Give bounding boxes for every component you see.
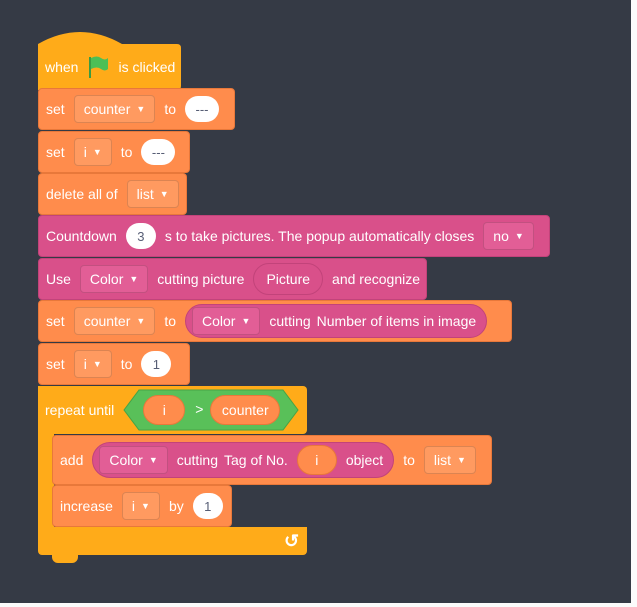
repeat-until-block[interactable]: repeat until i > counter bbox=[38, 386, 307, 434]
when-flag-clicked-hat-shape bbox=[38, 32, 181, 90]
list-dropdown[interactable]: list▼ bbox=[126, 180, 179, 208]
chevron-down-icon: ▼ bbox=[92, 147, 102, 157]
number-of-items-reporter[interactable]: Color▼ cutting Number of items in image bbox=[185, 304, 488, 338]
canvas-border-bottom bbox=[0, 603, 637, 607]
set-counter-block[interactable]: set counter▼ to --- bbox=[38, 88, 235, 130]
delete-all-of-label: delete all of bbox=[46, 186, 118, 202]
chevron-down-icon: ▼ bbox=[136, 104, 146, 114]
tag-of-no-label: Tag of No. bbox=[224, 452, 288, 468]
chevron-down-icon: ▼ bbox=[148, 455, 158, 465]
and-recognize-label: and recognize bbox=[332, 271, 420, 287]
counter-variable-dropdown[interactable]: counter▼ bbox=[73, 307, 156, 335]
increase-label: increase bbox=[60, 498, 113, 514]
picture-slot[interactable]: Picture bbox=[253, 263, 324, 295]
color-dropdown[interactable]: Color▼ bbox=[192, 307, 261, 335]
chevron-down-icon: ▼ bbox=[92, 359, 102, 369]
repeat-until-bottom bbox=[38, 527, 307, 555]
cutting-label: cutting bbox=[269, 313, 311, 329]
add-to-list-block[interactable]: add Color▼ cutting Tag of No. i object t… bbox=[52, 435, 492, 485]
to-label: to bbox=[403, 452, 415, 468]
to-label: to bbox=[120, 356, 133, 372]
set-label: set bbox=[46, 356, 65, 372]
to-label: to bbox=[164, 313, 176, 329]
use-color-cutting-block[interactable]: Use Color▼ cutting picture Picture and r… bbox=[38, 258, 427, 300]
popup-close-dropdown[interactable]: no▼ bbox=[483, 222, 534, 250]
set-label: set bbox=[46, 144, 65, 160]
color-dropdown[interactable]: Color▼ bbox=[99, 446, 168, 474]
by-label: by bbox=[168, 498, 184, 514]
delete-all-of-list-block[interactable]: delete all of list▼ bbox=[38, 173, 187, 215]
list-dropdown[interactable]: list▼ bbox=[423, 446, 476, 474]
number-of-items-label: Number of items in image bbox=[316, 313, 477, 329]
countdown-block[interactable]: Countdown 3 s to take pictures. The popu… bbox=[38, 215, 550, 257]
cutting-picture-label: cutting picture bbox=[157, 271, 245, 287]
add-label: add bbox=[60, 452, 84, 468]
i-variable-dropdown[interactable]: i▼ bbox=[73, 350, 112, 378]
chevron-down-icon: ▼ bbox=[241, 316, 251, 326]
cutting-label: cutting bbox=[176, 452, 218, 468]
chevron-down-icon: ▼ bbox=[129, 274, 139, 284]
when-label: when bbox=[45, 59, 79, 75]
tag-of-object-reporter[interactable]: Color▼ cutting Tag of No. i object bbox=[92, 442, 395, 478]
canvas-border-right bbox=[631, 0, 637, 607]
set-label: set bbox=[46, 313, 65, 329]
when-flag-clicked-block[interactable]: when is clicked bbox=[38, 44, 181, 90]
loop-arrow-icon: ↺ bbox=[284, 531, 300, 551]
counter-variable-reporter[interactable]: counter bbox=[210, 395, 281, 425]
i-variable-reporter[interactable]: i bbox=[296, 445, 337, 475]
set-counter-items-block[interactable]: set counter▼ to Color▼ cutting Number of… bbox=[38, 300, 512, 342]
object-label: object bbox=[345, 452, 384, 468]
set-i-block[interactable]: set i▼ to --- bbox=[38, 131, 190, 173]
is-clicked-label: is clicked bbox=[118, 59, 176, 75]
countdown-text: s to take pictures. The popup automatica… bbox=[164, 228, 475, 244]
chevron-down-icon: ▼ bbox=[457, 455, 466, 465]
set-i-one-block[interactable]: set i▼ to 1 bbox=[38, 343, 190, 385]
set-label: set bbox=[46, 101, 65, 117]
greater-than-operator[interactable]: i > counter bbox=[123, 389, 299, 431]
i-variable-reporter[interactable]: i bbox=[143, 395, 186, 425]
use-label: Use bbox=[46, 271, 71, 287]
green-flag-icon bbox=[89, 56, 109, 78]
countdown-seconds-input[interactable]: 3 bbox=[125, 223, 156, 249]
to-label: to bbox=[120, 144, 133, 160]
chevron-down-icon: ▼ bbox=[141, 501, 150, 511]
chevron-down-icon: ▼ bbox=[159, 189, 169, 199]
increase-i-block[interactable]: increase i▼ by 1 bbox=[52, 485, 232, 527]
chevron-down-icon: ▼ bbox=[514, 231, 524, 241]
greater-than-label: > bbox=[195, 401, 204, 417]
to-label: to bbox=[164, 101, 176, 117]
i-value-input[interactable]: --- bbox=[141, 139, 176, 165]
i-variable-dropdown[interactable]: i▼ bbox=[73, 138, 112, 166]
repeat-until-bottom-tab bbox=[52, 553, 78, 563]
counter-value-input[interactable]: --- bbox=[185, 96, 219, 122]
chevron-down-icon: ▼ bbox=[136, 316, 146, 326]
color-dropdown[interactable]: Color▼ bbox=[79, 265, 149, 293]
i-variable-dropdown[interactable]: i▼ bbox=[121, 492, 160, 520]
increase-amount-input[interactable]: 1 bbox=[192, 493, 223, 519]
repeat-until-label: repeat until bbox=[45, 402, 115, 418]
counter-variable-dropdown[interactable]: counter▼ bbox=[73, 95, 156, 123]
i-value-input[interactable]: 1 bbox=[141, 351, 172, 377]
countdown-label: Countdown bbox=[46, 228, 117, 244]
